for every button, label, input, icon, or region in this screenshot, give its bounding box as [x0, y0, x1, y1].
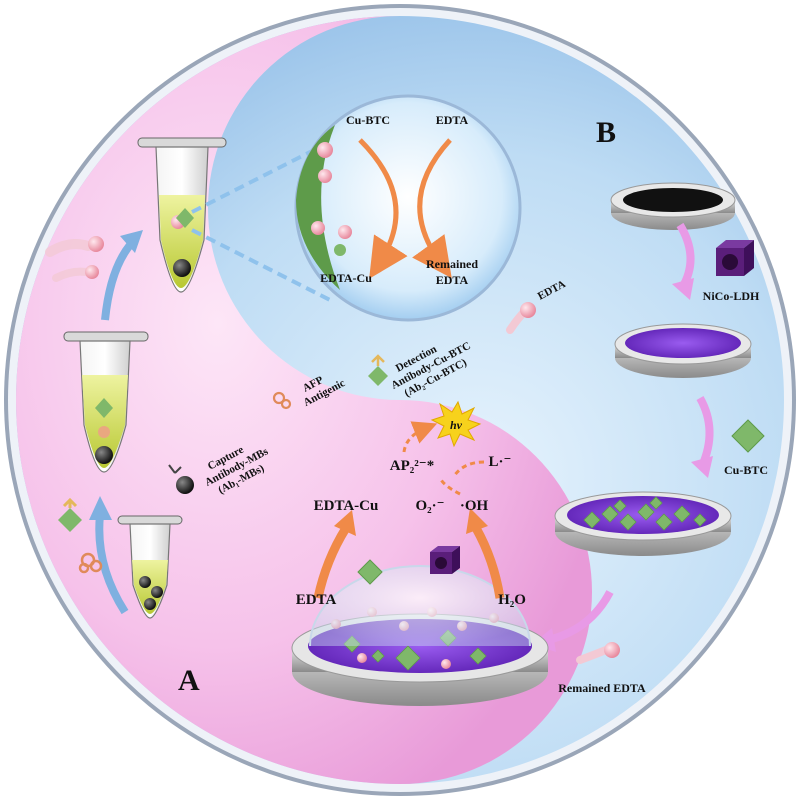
arrow-up-1: [95, 514, 129, 615]
panel-b-label: B: [596, 116, 616, 149]
panel-a-label: A: [178, 664, 200, 697]
cu-btc-icon-b: [731, 419, 765, 453]
edta-main-label: EDTA: [296, 592, 337, 608]
zoom-line-top: [191, 146, 319, 214]
tube-middle: [63, 331, 149, 473]
legend-ab2-cu-btc-icon: [368, 354, 388, 386]
bare-electrode: [610, 182, 736, 230]
arrow-radicals-to-ap2: [438, 477, 461, 496]
legend-afp-icon: [272, 391, 292, 410]
edta-cu-main-label: EDTA-Cu: [314, 498, 379, 514]
inset-remained-label-2: EDTA: [436, 273, 469, 287]
legend-edta-icon: [506, 302, 536, 334]
nico-ldh-main-icon: [430, 546, 460, 574]
l-radical-label: L·⁻: [489, 454, 512, 470]
arrow-l-to-ap2: [452, 460, 485, 477]
inset-cu-btc-label: Cu-BTC: [346, 113, 390, 127]
oh-radical-label: ·OH: [460, 498, 489, 514]
zoom-line-bottom: [191, 228, 331, 302]
nico-ldh-icon: [716, 240, 754, 276]
cu-btc-b-label: Cu-BTC: [724, 463, 768, 477]
cu-btc-main-icon: [357, 559, 383, 585]
hv-label: hv: [450, 418, 463, 432]
arrow-h2o-to-oh: [472, 525, 505, 599]
hv-light-burst-icon: [430, 400, 482, 448]
nico-ldh-label: NiCo-LDH: [703, 289, 760, 303]
edta-beads-flying: [45, 236, 104, 282]
h2o-label: H₂O: [498, 592, 526, 608]
tube-top: [137, 137, 227, 293]
inset-circle: [294, 94, 522, 322]
inset-remained-label-1: Remained: [426, 257, 478, 271]
arrow-up-2-head: [120, 230, 143, 253]
arrow-edta-to-cu: [313, 525, 350, 599]
inset-edta-cu-label: EDTA-Cu: [320, 271, 372, 285]
arrow-up-1-head: [89, 496, 112, 520]
remained-edta-label: Remained EDTA: [558, 681, 646, 695]
arrow-b2-head: [691, 456, 713, 478]
cu-btc-electrode: [554, 491, 732, 556]
reagent-ab2-cu-btc-icon: [58, 497, 82, 532]
remained-edta-icon: [576, 642, 620, 664]
ap2-label: AP₂²⁻*: [390, 458, 434, 474]
arrow-ap2-to-hv: [402, 421, 438, 453]
ecl-electrode: [291, 565, 549, 706]
arrow-b3: [547, 590, 614, 644]
arrow-edta-to-cu-head: [334, 510, 356, 536]
inset-edta-label: EDTA: [436, 113, 469, 127]
ldh-electrode: [614, 323, 752, 378]
arrow-b1-head: [672, 278, 694, 300]
arrow-up-2: [101, 242, 134, 321]
tube-bottom: [117, 515, 183, 619]
legend-ab1-mbs-icon: [168, 464, 194, 494]
o2-radical-label: O₂·⁻: [415, 498, 444, 514]
afp-antigen-icon: [78, 552, 103, 574]
arrow-h2o-to-oh-head: [466, 508, 488, 534]
